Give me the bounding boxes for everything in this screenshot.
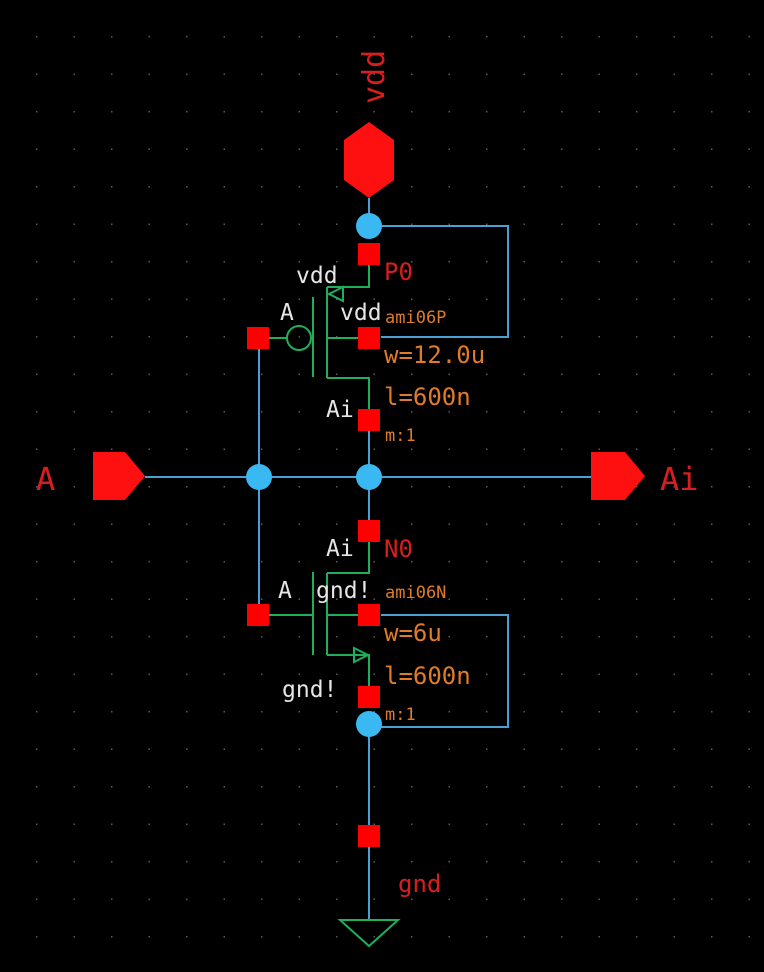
nmos-source-net-label: gnd! xyxy=(282,677,337,703)
connection-dot xyxy=(356,213,382,239)
connection-dot xyxy=(246,464,272,490)
nmos-gate-terminal[interactable] xyxy=(247,604,269,626)
pmos-gate-terminal[interactable] xyxy=(247,327,269,349)
connection-dot xyxy=(356,464,382,490)
nmos-bulk-net-label: gnd! xyxy=(316,578,371,604)
pmos-arrow-icon xyxy=(326,285,344,303)
pmos-multiplier: m:1 xyxy=(385,426,416,446)
pmos-width: w=12.0u xyxy=(384,341,485,369)
gnd-terminal[interactable] xyxy=(358,825,380,847)
input-pin-icon[interactable] xyxy=(93,452,145,500)
nmos-length: l=600n xyxy=(384,662,471,690)
pmos-bulk-terminal[interactable] xyxy=(358,327,380,349)
nmos-multiplier: m:1 xyxy=(385,705,416,725)
pmos-drain-net-label: Ai xyxy=(326,397,354,423)
ground-symbol-icon[interactable] xyxy=(337,919,401,948)
nmos-drain-net-label: Ai xyxy=(326,536,354,562)
connection-dot xyxy=(356,711,382,737)
pmos-source-terminal[interactable] xyxy=(358,243,380,265)
pmos-model: ami06P xyxy=(385,308,446,328)
nmos-drain-terminal[interactable] xyxy=(358,520,380,542)
nmos-instance-name: N0 xyxy=(384,535,413,563)
wire-nmos-bulk[interactable] xyxy=(369,614,509,728)
vdd-pin-label: vdd xyxy=(357,50,392,104)
wire-pmos-bulk[interactable] xyxy=(369,225,509,338)
gnd-label: gnd xyxy=(398,870,441,898)
nmos-bulk-terminal[interactable] xyxy=(358,604,380,626)
nmos-source-terminal[interactable] xyxy=(358,686,380,708)
pmos-instance-name: P0 xyxy=(384,258,413,286)
nmos-gate-net-label: A xyxy=(278,578,292,604)
output-pin-icon[interactable] xyxy=(591,452,645,500)
nmos-arrow-icon xyxy=(353,646,371,664)
pmos-source-net-label: vdd xyxy=(296,263,338,289)
pmos-length: l=600n xyxy=(384,383,471,411)
terminal-pins xyxy=(247,243,380,847)
pmos-bulk-net-label: vdd xyxy=(340,300,382,326)
nmos-width: w=6u xyxy=(384,619,442,647)
nmos-model: ami06N xyxy=(385,583,446,603)
vdd-pin-icon[interactable] xyxy=(344,122,394,198)
output-pin-label: Ai xyxy=(660,460,699,498)
input-pin-label: A xyxy=(36,460,55,498)
pmos-gate-net-label: A xyxy=(280,300,294,326)
pmos-drain-terminal[interactable] xyxy=(358,409,380,431)
